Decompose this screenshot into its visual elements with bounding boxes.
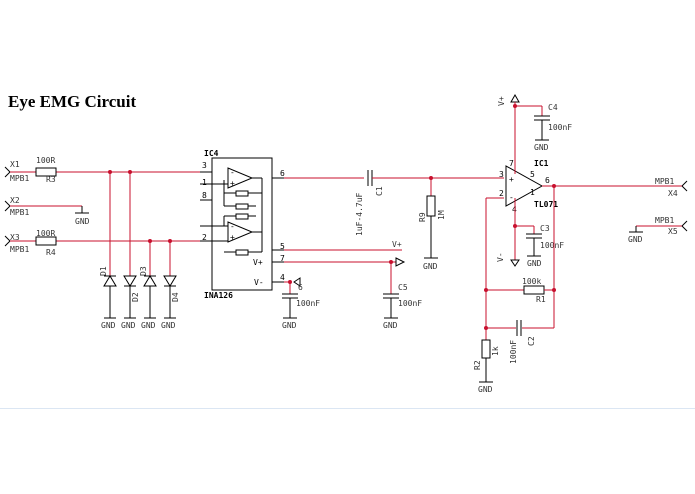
svg-text:-: - [509,193,514,202]
net-vplus-top-label: V+ [497,96,506,106]
tl071-pin-7: 7 [509,159,514,168]
capacitor-c2: 100nF C2 [486,320,554,364]
capacitor-c2-value: 100nF [509,340,518,364]
gnd-label-r2: GND [478,385,493,394]
connector-x5: MPB1 X5 GND [628,216,688,244]
ina126-pin-8: 8 [202,191,207,200]
ina126-pin-4: 4 [280,273,285,282]
capacitor-c2-ref: C2 [527,336,536,346]
resistor-r3: 100R R3 [35,156,57,184]
tl071-ref: IC1 [534,159,549,168]
ina126-pin-5: 5 [280,242,285,251]
page-title: Eye EMG Circuit [8,92,137,111]
connector-x4-value: MPB1 [655,177,674,186]
capacitor-c1-ref: C1 [375,186,384,196]
capacitor-c4-ref: C4 [548,103,558,112]
ina126-pin-3: 3 [202,161,207,170]
gnd-label-c6: GND [282,321,297,330]
diode-array: D1 D2 D3 D4 GND GND GND GND [99,170,180,330]
diode-d1-ref: D1 [99,266,108,276]
gnd-label-d3: GND [141,321,156,330]
resistor-r2-value: 1k [491,346,500,356]
ina126-instrumentation-amplifier: IC4 INA126 - + - + 3 1 [200,149,285,300]
resistor-r1-value: 100k [522,277,541,286]
resistor-r1-ref: R1 [536,295,546,304]
capacitor-c4: C4 100nF GND [534,103,572,152]
connector-x1-ref: X1 [10,160,20,169]
diode-d4-ref: D4 [171,292,180,302]
gnd-label-c4: GND [534,143,549,152]
diode-d3-ref: D3 [139,266,148,276]
tl071-pin-2: 2 [499,189,504,198]
tl071-part: TL071 [534,200,558,209]
connector-x1-value: MPB1 [10,174,29,183]
connector-x3-value: MPB1 [10,245,29,254]
diode-d2-ref: D2 [131,292,140,302]
capacitor-c3-ref: C3 [540,224,550,233]
capacitor-c4-value: 100nF [548,123,572,132]
connector-x3: X3 MPB1 [4,233,29,254]
resistor-r4: 100R R4 [35,229,57,257]
gnd-label-r9: GND [423,262,438,271]
gnd-label-d1: GND [101,321,116,330]
capacitor-c6: 6 100nF GND [282,282,320,330]
tl071-pin-1: 1 [530,188,535,197]
page-divider [0,408,695,409]
svg-text:-: - [230,168,235,177]
resistor-r2: R2 1k GND [473,339,500,394]
connector-x5-value: MPB1 [655,216,674,225]
svg-text:+: + [509,175,514,184]
ina126-vplus-label: V+ [253,258,263,267]
ina126-part: INA126 [204,291,233,300]
connector-x2: X2 MPB1 [4,196,29,217]
ina126-pin-1: 1 [202,178,207,187]
capacitor-c5-value: 100nF [398,299,422,308]
gnd-label-d4: GND [161,321,176,330]
capacitor-c5: C5 100nF GND [383,262,422,330]
svg-text:+: + [230,179,235,188]
resistor-r9-ref: R9 [418,212,427,222]
capacitor-c5-ref: C5 [398,283,408,292]
gnd-label-x5: GND [628,235,643,244]
capacitor-c1: 1uF-4.7uF C1 [355,170,384,236]
ina126-ref: IC4 [204,149,219,158]
ina126-pin-6: 6 [280,169,285,178]
svg-text:+: + [230,233,235,242]
connector-x5-ref: X5 [668,227,678,236]
capacitor-c6-ref: 6 [298,283,303,292]
resistor-r9: R9 1M GND [418,178,446,271]
resistor-r2-ref: R2 [473,360,482,370]
capacitor-c3: C3 100nF GND [526,224,564,268]
resistor-r9-value: 1M [437,210,446,220]
connector-x4-ref: X4 [668,189,678,198]
gnd-label-c5: GND [383,321,398,330]
resistor-r3-value: 100R [36,156,55,165]
connector-x2-value: MPB1 [10,208,29,217]
gnd-label-x2: GND [75,217,90,226]
connector-x3-ref: X3 [10,233,20,242]
gnd-label-c3: GND [527,259,542,268]
capacitor-c6-value: 100nF [296,299,320,308]
connector-x4: MPB1 X4 [655,177,678,198]
net-vplus-label: V+ [392,240,402,249]
connector-x1: X1 MPB1 [4,160,29,183]
svg-text:-: - [230,222,235,231]
ina126-pin-7: 7 [280,254,285,263]
resistor-r4-ref: R4 [46,248,56,257]
resistor-r4-value: 100R [36,229,55,238]
resistor-r1: 100k R1 [486,277,554,304]
gnd-label-d2: GND [121,321,136,330]
tl071-pin-5: 5 [530,170,535,179]
net-vminus-label: V- [496,252,505,262]
ina126-pin-2: 2 [202,233,207,242]
tl071-pin-3: 3 [499,170,504,179]
connector-x2-ref: X2 [10,196,20,205]
capacitor-c3-value: 100nF [540,241,564,250]
capacitor-c1-value: 1uF-4.7uF [355,192,364,236]
tl071-pin-6: 6 [545,176,550,185]
ina126-vminus-label: V- [254,278,264,287]
resistor-r3-ref: R3 [46,175,56,184]
